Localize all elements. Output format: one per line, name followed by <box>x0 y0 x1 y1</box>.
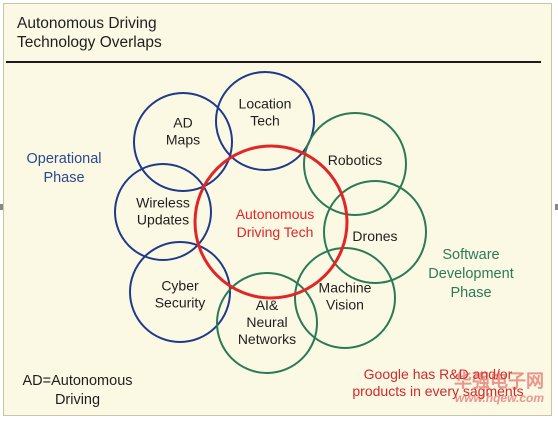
center-label: Driving Tech <box>237 224 314 240</box>
operational-line-2: Phase <box>43 170 85 186</box>
operational-line-1: Operational <box>26 151 102 167</box>
watermark-brand: 华强电子网 <box>454 371 544 391</box>
operational-phase-label: Operational Phase <box>14 150 114 188</box>
segment-label-cyber-security: Security <box>155 295 206 311</box>
segment-circle-ai-neural-networks <box>216 272 318 374</box>
google-note-line-2: products in every sagments <box>352 383 524 399</box>
segment-label-ai-neural-networks: Networks <box>238 331 296 347</box>
google-note: Google has R&D and/or products in every … <box>322 366 554 400</box>
segment-label-ad-maps: Maps <box>166 132 200 148</box>
slide-title: Autonomous Driving Technology Overlaps <box>17 14 162 52</box>
segment-label-machine-vision: Machine <box>319 280 372 296</box>
footnote-line-2: Driving <box>54 392 101 408</box>
segment-circle-wireless-updates <box>114 163 212 261</box>
segment-label-ad-maps: AD <box>173 115 192 131</box>
segment-label-cyber-security: Cyber <box>161 278 199 294</box>
center-circle <box>193 144 349 300</box>
abbreviation-footnote: AD=Autonomous Driving <box>10 372 145 410</box>
slide-panel <box>3 3 552 416</box>
google-note-line-1: Google has R&D and/or <box>363 366 513 382</box>
segment-circle-robotics <box>303 112 407 216</box>
segment-label-robotics: Robotics <box>328 152 382 168</box>
segment-label-location-tech: Location <box>239 96 292 112</box>
segment-circle-location-tech <box>215 71 315 171</box>
watermark-url: www.hqew.com <box>454 391 544 405</box>
title-line-1: Autonomous Driving <box>17 15 157 32</box>
segment-label-ai-neural-networks: Neural <box>246 314 287 330</box>
title-divider <box>6 61 541 63</box>
segment-label-wireless-updates: Updates <box>137 212 189 228</box>
segment-label-machine-vision: Vision <box>326 297 364 313</box>
right-resize-handle[interactable] <box>555 204 558 210</box>
segment-label-location-tech: Tech <box>250 113 280 129</box>
segment-circle-drones <box>323 180 427 284</box>
segment-circle-machine-vision <box>294 247 396 349</box>
footnote-line-1: AD=Autonomous <box>22 373 133 389</box>
left-resize-handle[interactable] <box>0 204 3 210</box>
segment-label-drones: Drones <box>352 228 397 244</box>
watermark: 华强电子网 www.hqew.com <box>454 371 544 405</box>
center-label: Autonomous <box>236 206 315 222</box>
segment-circle-ad-maps <box>133 92 233 192</box>
segment-circle-cyber-security <box>129 241 231 343</box>
title-line-2: Technology Overlaps <box>17 34 162 51</box>
software-line-3: Phase <box>450 285 492 301</box>
segment-label-wireless-updates: Wireless <box>136 195 190 211</box>
software-phase-label: Software Development Phase <box>416 246 526 303</box>
software-line-1: Software <box>442 247 500 263</box>
software-line-2: Development <box>428 266 514 282</box>
segment-label-ai-neural-networks: AI& <box>256 297 279 313</box>
